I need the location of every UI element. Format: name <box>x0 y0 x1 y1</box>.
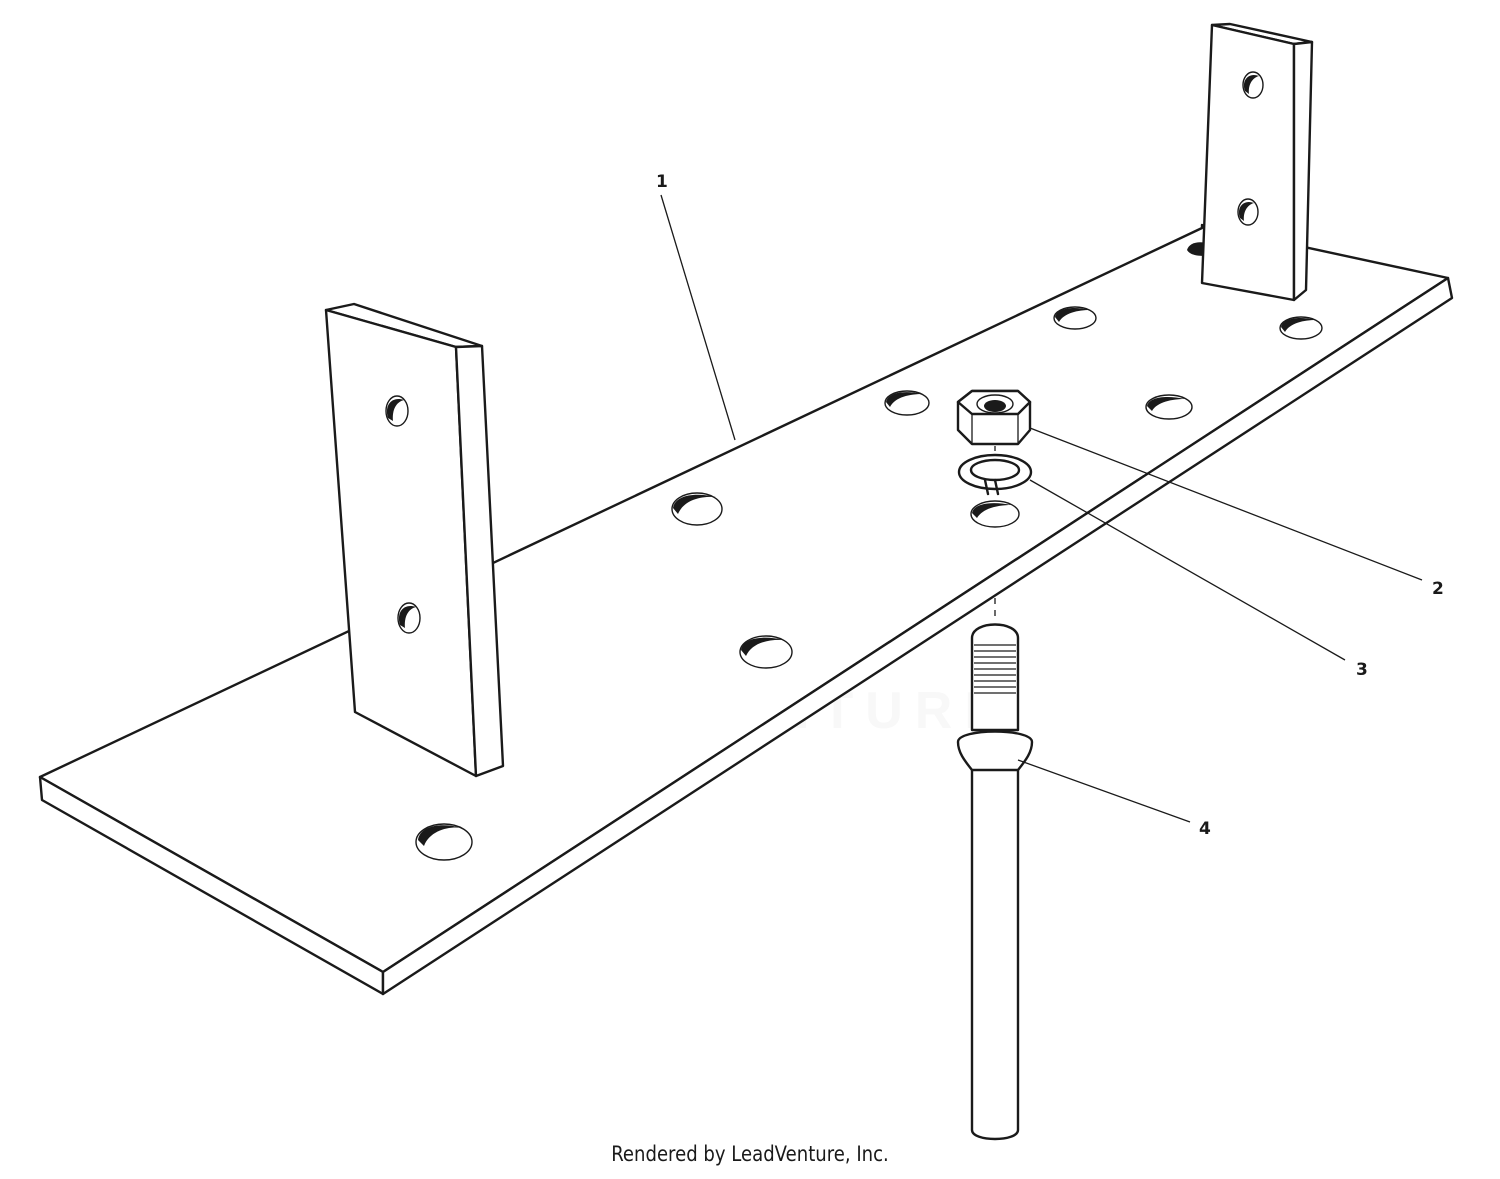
stud-pin <box>956 623 1034 1141</box>
callout-4: 4 <box>1199 819 1211 839</box>
leader-line-3 <box>1029 479 1346 661</box>
lock-washer <box>957 453 1033 496</box>
plate-hole <box>1187 242 1206 256</box>
callout-1: 1 <box>656 172 668 192</box>
plate-hole <box>1145 394 1193 420</box>
upright-hole <box>397 602 421 634</box>
base-plate <box>38 223 1454 996</box>
leader-line-1 <box>660 194 736 441</box>
leader-lines <box>660 194 1423 823</box>
upright-hole <box>385 395 409 427</box>
plate-hole <box>1279 316 1323 340</box>
plate-hole <box>739 635 793 669</box>
leader-line-2 <box>1029 427 1423 581</box>
upright-hole <box>1237 198 1259 226</box>
plate-hole <box>415 823 473 861</box>
plate-hole <box>884 390 930 416</box>
stud-threads <box>974 644 1016 694</box>
footer-credit: Rendered by LeadVenture, Inc. <box>611 1142 889 1166</box>
right-upright <box>1200 22 1314 302</box>
left-upright <box>324 302 505 778</box>
plate-hole <box>970 500 1020 528</box>
upright-hole <box>1242 71 1264 99</box>
leader-line-4 <box>1017 759 1191 823</box>
plate-hole <box>1053 306 1097 330</box>
callout-2: 2 <box>1432 579 1444 599</box>
plate-hole <box>671 492 723 526</box>
plate-holes <box>415 242 1323 861</box>
callout-3: 3 <box>1356 660 1368 680</box>
hex-nut <box>956 389 1032 446</box>
